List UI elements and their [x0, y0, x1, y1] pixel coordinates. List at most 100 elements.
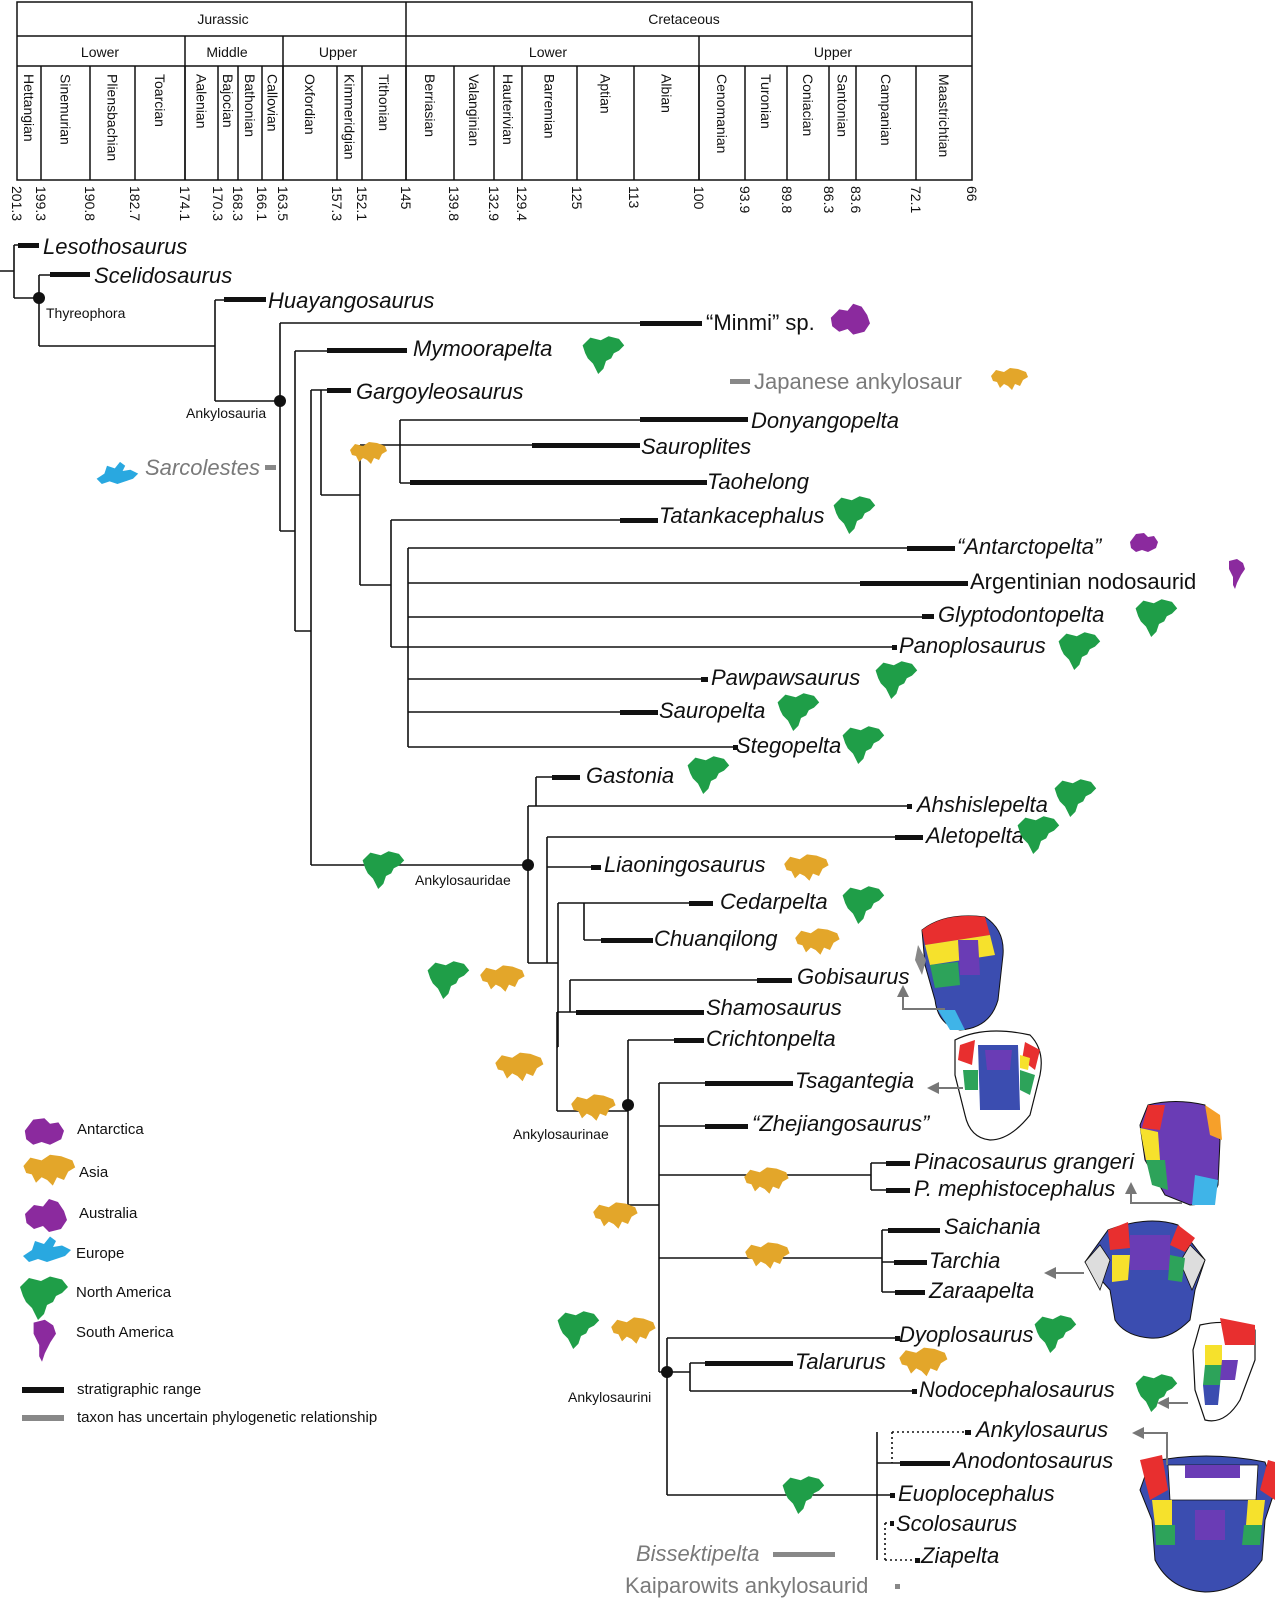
south-america-icon — [1229, 559, 1245, 589]
epoch-upper-jurassic: Upper — [319, 44, 357, 60]
asia-icon — [593, 1202, 638, 1229]
antarctica-icon — [1130, 533, 1158, 552]
pinacosaurus-skull-illustration — [1139, 1101, 1222, 1206]
age-label: 157.3 — [329, 186, 345, 221]
taxon-stegopelta: Stegopelta — [736, 733, 841, 758]
australia-icon — [830, 303, 870, 335]
europe-icon — [96, 461, 139, 484]
taxon-tsagantegia: Tsagantegia — [795, 1068, 914, 1093]
age-label: 66 — [964, 186, 980, 202]
taxon-cedarpelta: Cedarpelta — [720, 889, 828, 914]
taxon-argentinian-nodosaurid: Argentinian nodosaurid — [970, 569, 1196, 594]
taxon-aletopelta: Aletopelta — [924, 823, 1024, 848]
taxon-mymoorapelta: Mymoorapelta — [413, 336, 552, 361]
clade-ankylosaurinae: Ankylosaurinae — [513, 1126, 609, 1142]
asia-icon — [899, 1347, 948, 1377]
taxon-glyptodontopelta: Glyptodontopelta — [938, 602, 1104, 627]
legend-north-america-label: North America — [76, 1284, 172, 1301]
taxon-scolosaurus: Scolosaurus — [896, 1511, 1017, 1536]
taxon-kaiparowits-ankylosaurid: Kaiparowits ankylosaurid — [625, 1573, 868, 1598]
north-america-icon — [1135, 599, 1178, 637]
asia-icon — [495, 1052, 544, 1082]
taxon-minmi: “Minmi” sp. — [706, 310, 815, 335]
stage-label-berriasian: Berriasian — [422, 74, 438, 137]
taxon-pawpawsaurus: Pawpawsaurus — [711, 665, 860, 690]
legend-antarctica-label: Antarctica — [77, 1121, 144, 1138]
timescale: Jurassic Cretaceous Lower Middle Upper L… — [9, 1, 980, 221]
stage-label-pliensbachian: Pliensbachian — [105, 74, 121, 161]
age-label: 166.1 — [254, 186, 270, 221]
taxon-anodontosaurus: Anodontosaurus — [951, 1448, 1113, 1473]
taxon-euoplocephalus: Euoplocephalus — [898, 1481, 1055, 1506]
asia-icon — [571, 1094, 616, 1121]
taxon-talarurus: Talarurus — [795, 1349, 886, 1374]
age-label: 100 — [691, 186, 707, 210]
stage-label-oxfordian: Oxfordian — [302, 74, 318, 135]
taxon-p-mephistocephalus: P. mephistocephalus — [914, 1176, 1115, 1201]
age-label: 163.5 — [275, 186, 291, 221]
age-label: 201.3 — [9, 186, 25, 221]
taxon-gastonia: Gastonia — [586, 763, 674, 788]
north-america-icon — [842, 726, 885, 764]
north-america-icon — [362, 851, 405, 889]
stage-label-aalenian: Aalenian — [194, 74, 210, 129]
taxon-ankylosaurus: Ankylosaurus — [974, 1417, 1108, 1442]
stage-label-valanginian: Valanginian — [466, 74, 482, 146]
gobisaurus-skull-illustration — [915, 915, 1004, 1031]
north-america-icon — [1135, 1374, 1178, 1412]
stage-label-maastrichtian: Maastrichtian — [936, 74, 952, 157]
taxon-huayangosaurus: Huayangosaurus — [268, 288, 434, 313]
taxon-panoplosaurus: Panoplosaurus — [899, 633, 1046, 658]
epoch-upper-cretaceous: Upper — [814, 44, 852, 60]
north-america-icon — [582, 336, 625, 374]
stage-label-santonian: Santonian — [835, 74, 851, 137]
taxon-sauropelta: Sauropelta — [659, 698, 765, 723]
clade-ankylosauria: Ankylosauria — [186, 405, 266, 421]
stage-dividers — [40, 66, 917, 180]
legend-asia-label: Asia — [79, 1164, 109, 1181]
north-america-icon — [875, 661, 918, 699]
clade-ankylosauridae: Ankylosauridae — [415, 872, 511, 888]
epoch-lower-cretaceous: Lower — [529, 44, 567, 60]
epoch-lower-jurassic: Lower — [81, 44, 119, 60]
stage-label-turonian: Turonian — [758, 74, 774, 129]
stage-label-albian: Albian — [659, 74, 675, 113]
tarchia-skull-illustration — [1084, 1220, 1206, 1339]
stage-label-tithonian: Tithonian — [376, 74, 392, 131]
taxon-crichtonpelta: Crichtonpelta — [706, 1026, 836, 1051]
age-label: 170.3 — [210, 186, 226, 221]
legend-australia-icon — [25, 1199, 67, 1232]
continent-icons — [96, 303, 1245, 1514]
taxon-japanese-ankylosaur: Japanese ankylosaur — [754, 369, 962, 394]
asia-icon — [991, 368, 1028, 390]
asia-icon — [480, 965, 525, 992]
clade-labels: Thyreophora Ankylosauria Ankylosauridae … — [46, 305, 651, 1405]
stage-label-coniacian: Coniacian — [800, 74, 816, 136]
north-america-icon — [687, 756, 730, 794]
asia-icon — [745, 1242, 790, 1269]
taxon-zaraapelta: Zaraapelta — [928, 1278, 1034, 1303]
stage-label-barremian: Barremian — [542, 74, 558, 139]
legend-australia-label: Australia — [79, 1205, 138, 1222]
legend-uncertain-label: taxon has uncertain phylogenetic relatio… — [77, 1409, 377, 1426]
north-america-icon — [833, 496, 876, 534]
legend-north-america-icon — [20, 1276, 68, 1320]
legend-south-america-label: South America — [76, 1324, 174, 1341]
period-jurassic: Jurassic — [197, 11, 248, 27]
taxon-labels: Lesothosaurus Scelidosaurus Huayangosaur… — [43, 234, 1196, 1598]
taxon-nodocephalosaurus: Nodocephalosaurus — [919, 1377, 1115, 1402]
stage-label-aptian: Aptian — [598, 74, 614, 114]
stage-label-campanian: Campanian — [878, 74, 894, 146]
age-label: 152.1 — [354, 186, 370, 221]
ankylosaurus-skull-illustration — [1139, 1455, 1275, 1593]
stage-label-cenomanian: Cenomanian — [714, 74, 730, 153]
taxon-sauroplites: Sauroplites — [641, 434, 751, 459]
taxon-donyangopelta: Donyangopelta — [751, 408, 899, 433]
tsagantegia-skull-illustration — [954, 1030, 1042, 1141]
taxon-dyoplosaurus: Dyoplosaurus — [899, 1322, 1034, 1347]
age-label: 93.9 — [737, 186, 753, 213]
period-cretaceous: Cretaceous — [648, 11, 720, 27]
legend-range-label: stratigraphic range — [77, 1381, 201, 1398]
age-label: 168.3 — [230, 186, 246, 221]
